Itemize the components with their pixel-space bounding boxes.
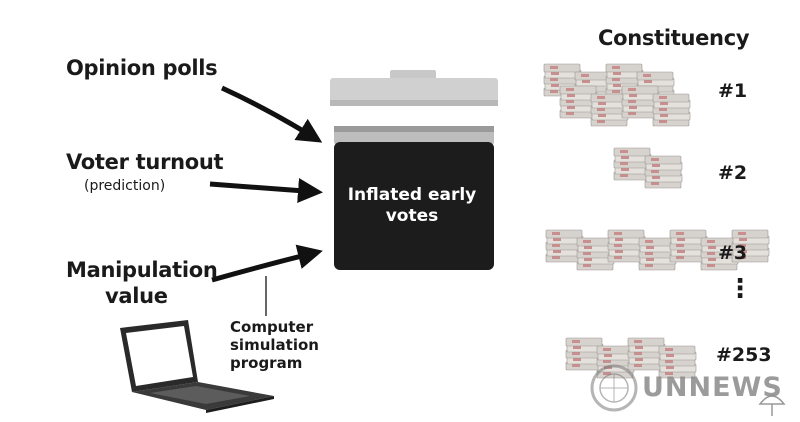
vote-stack bbox=[644, 155, 683, 189]
arrow-voter-turnout bbox=[209, 178, 323, 203]
vote-stack bbox=[638, 237, 677, 271]
label-manipulation-value: value bbox=[105, 284, 168, 308]
vote-stack bbox=[559, 85, 598, 119]
constituency-1: #1 bbox=[718, 80, 748, 102]
vote-stack bbox=[627, 337, 666, 371]
unnews-watermark: UNNEWS bbox=[642, 372, 783, 403]
program-label: Computer simulation program bbox=[230, 318, 319, 372]
arrow-manipulation bbox=[211, 244, 323, 283]
vote-stacks bbox=[543, 63, 770, 379]
arrow-opinion-polls bbox=[220, 85, 323, 143]
ballot-box-icon bbox=[334, 126, 494, 270]
constituency-253: #253 bbox=[716, 344, 772, 366]
vote-stack bbox=[658, 345, 697, 379]
umbrella-icon bbox=[758, 395, 786, 416]
vote-stack bbox=[545, 229, 584, 263]
label-opinion-polls: Opinion polls bbox=[66, 56, 218, 80]
vote-stack bbox=[731, 229, 770, 263]
un-emblem-icon bbox=[590, 364, 638, 412]
ballot-box-lid bbox=[330, 70, 498, 106]
label-manipulation: Manipulation bbox=[66, 258, 218, 282]
vote-stack bbox=[590, 93, 629, 127]
vote-stack bbox=[652, 93, 691, 127]
label-voter-turnout-sub: (prediction) bbox=[84, 178, 166, 194]
vote-stack bbox=[607, 229, 646, 263]
ellipsis: ⋮ bbox=[727, 274, 753, 304]
constituency-2: #2 bbox=[718, 162, 748, 184]
vote-stack bbox=[613, 147, 652, 181]
ballot-box-label: Inflated early votes bbox=[347, 185, 477, 226]
constituency-header: Constituency bbox=[598, 26, 750, 50]
laptop-icon bbox=[120, 320, 274, 413]
label-voter-turnout: Voter turnout bbox=[66, 150, 224, 174]
vote-stack bbox=[543, 63, 582, 97]
vote-stack bbox=[565, 337, 604, 371]
constituency-3: #3 bbox=[718, 242, 748, 264]
